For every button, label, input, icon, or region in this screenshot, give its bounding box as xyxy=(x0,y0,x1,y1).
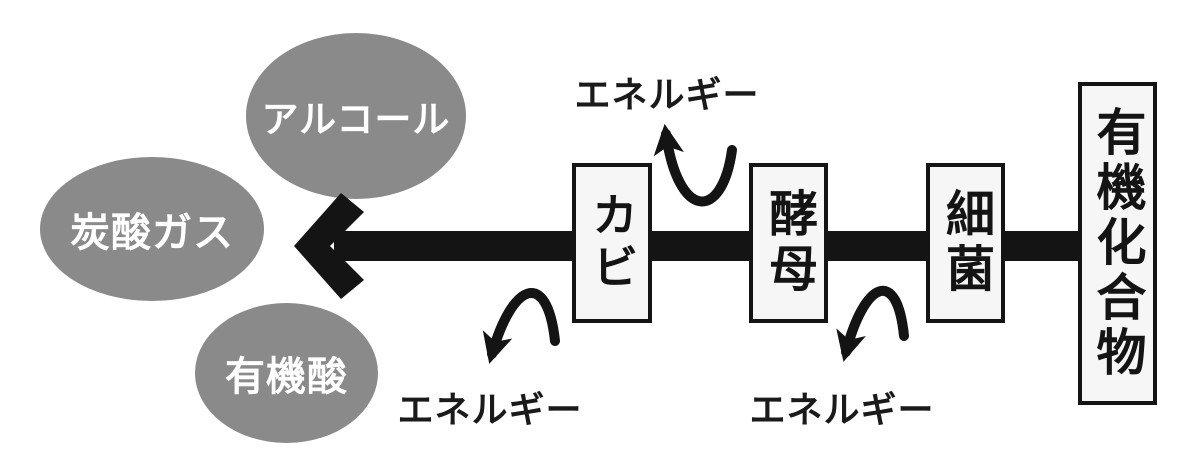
product-ellipse-alcohol: アルコール xyxy=(246,33,466,199)
source-box-organic-compound: 有機化合物 xyxy=(1078,82,1157,405)
energy-label-bottom-left: エネルギー xyxy=(397,389,583,430)
product-label-alcohol: アルコール xyxy=(261,99,451,140)
organism-label-bacteria: 細菌 xyxy=(939,188,993,298)
organism-box-yeast: 酵母 xyxy=(749,163,828,323)
organism-box-bacteria: 細菌 xyxy=(926,163,1005,323)
energy-arrow-down-middle xyxy=(836,285,909,362)
product-ellipse-organic-acid: 有機酸 xyxy=(195,303,378,443)
organism-label-mold: カビ xyxy=(586,191,638,295)
energy-arrow-up xyxy=(653,123,737,207)
product-label-carbonic-gas: 炭酸ガス xyxy=(70,211,234,255)
product-label-organic-acid: 有機酸 xyxy=(225,355,348,399)
organism-label-yeast: 酵母 xyxy=(762,188,816,298)
organism-box-mold: カビ xyxy=(572,163,652,323)
energy-label-top: エネルギー xyxy=(574,74,760,115)
energy-arrow-down-left xyxy=(482,288,560,364)
product-ellipse-carbonic-gas: 炭酸ガス xyxy=(40,157,264,301)
source-label-organic-compound: 有機化合物 xyxy=(1089,106,1146,381)
energy-label-bottom-middle: エネルギー xyxy=(749,389,935,430)
